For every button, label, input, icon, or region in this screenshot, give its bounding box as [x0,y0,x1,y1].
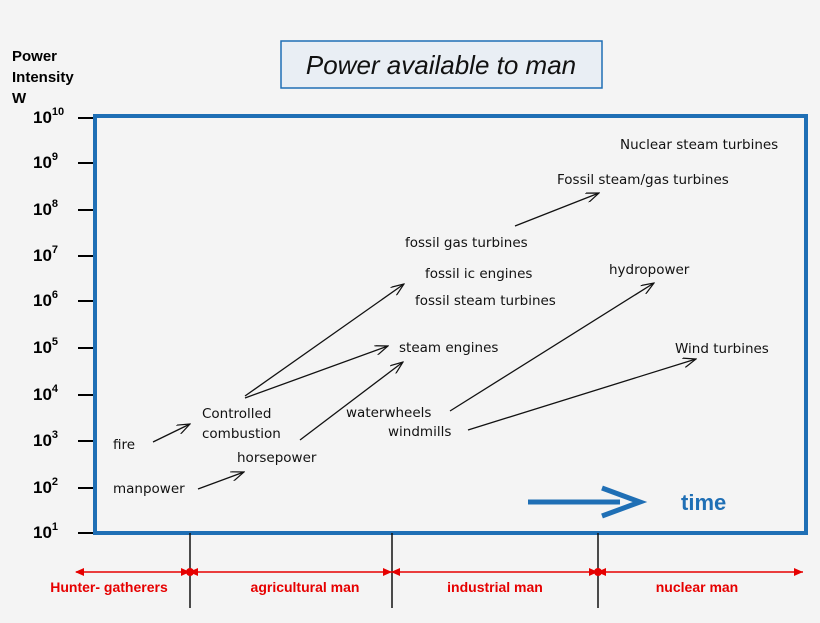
label-wind-turbines: Wind turbines [675,341,769,357]
y-tick-label-1e3: 103 [33,429,58,450]
y-tick-label-1e4: 104 [33,383,59,404]
y-tick-1e6: 106 [33,289,94,310]
label-fire: fire [113,437,135,453]
arrow-horsepower-to-steam-engines [299,362,403,441]
y-tick-label-1e10: 1010 [33,106,64,127]
era-timeline: Hunter- gatherers agricultural man indus… [50,533,803,608]
y-tick-1e10: 1010 [33,106,94,127]
y-axis-title-line-1: Power [12,48,57,65]
y-tick-label-1e9: 109 [33,151,58,172]
plot-frame [93,114,808,535]
label-controlled: Controlled [202,406,271,422]
y-axis-title-line-3: W [12,90,27,107]
diagram-title: Power available to man [306,50,576,80]
y-tick-label-1e8: 108 [33,198,58,219]
y-axis-ticks: 1010 109 108 107 106 105 104 103 [33,106,94,542]
y-tick-1e7: 107 [33,244,94,265]
label-hydropower: hydropower [609,262,690,278]
era-label-nuclear-man: nuclear man [656,579,738,595]
y-tick-label-1e7: 107 [33,244,58,265]
y-axis-title-line-2: Intensity [12,69,74,86]
y-tick-1e5: 105 [33,336,94,357]
era-label-agricultural-man: agricultural man [251,579,360,595]
era-label-industrial-man: industrial man [447,579,543,595]
label-nuclear-steam-turbines: Nuclear steam turbines [620,137,778,153]
arrow-manpower-to-horsepower [197,472,244,490]
label-horsepower: horsepower [237,450,317,466]
arrow-waterwheels-to-hydropower [449,283,654,412]
y-tick-1e9: 109 [33,151,94,172]
label-waterwheels: waterwheels [346,405,431,421]
y-tick-1e2: 102 [33,476,94,497]
y-axis-title: Power Intensity W [12,48,74,107]
time-label: time [681,490,726,515]
arrow-windmills-to-wind-turbines [467,359,696,431]
y-tick-1e3: 103 [33,429,94,450]
label-fossil-gas-turbines: fossil gas turbines [405,235,528,251]
label-combustion: combustion [202,426,281,442]
title-box-frame [280,40,603,89]
y-tick-1e1: 101 [33,521,94,542]
title-box: Power available to man [280,40,603,89]
y-tick-label-1e2: 102 [33,476,58,497]
arrow-combustion-to-fossil-engines [244,284,404,397]
y-tick-1e8: 108 [33,198,94,219]
y-tick-label-1e1: 101 [33,521,58,542]
arrow-combustion-to-steam-engines [244,346,388,399]
era-marker-1 [186,568,194,576]
era-label-hunter-gatherers: Hunter- gatherers [50,579,168,595]
y-tick-1e4: 104 [33,383,94,404]
y-tick-label-1e6: 106 [33,289,58,310]
label-windmills: windmills [388,424,451,440]
arrow-fire-to-combustion [152,424,190,443]
time-indicator: time [528,485,726,519]
label-fossil-ic-engines: fossil ic engines [425,266,532,282]
y-tick-label-1e5: 105 [33,336,58,357]
label-fossil-steam-gas-turbines: Fossil steam/gas turbines [557,172,729,188]
arrow-fossil-to-fossil-steam-gas [514,193,599,227]
label-manpower: manpower [113,481,185,497]
progression-arrows [152,193,696,490]
label-fossil-steam-turbines: fossil steam turbines [415,293,556,309]
era-marker-2 [594,568,602,576]
technology-labels: fire manpower Controlled combustion hors… [113,137,778,497]
time-arrow-head [601,485,648,519]
label-steam-engines: steam engines [399,340,498,356]
